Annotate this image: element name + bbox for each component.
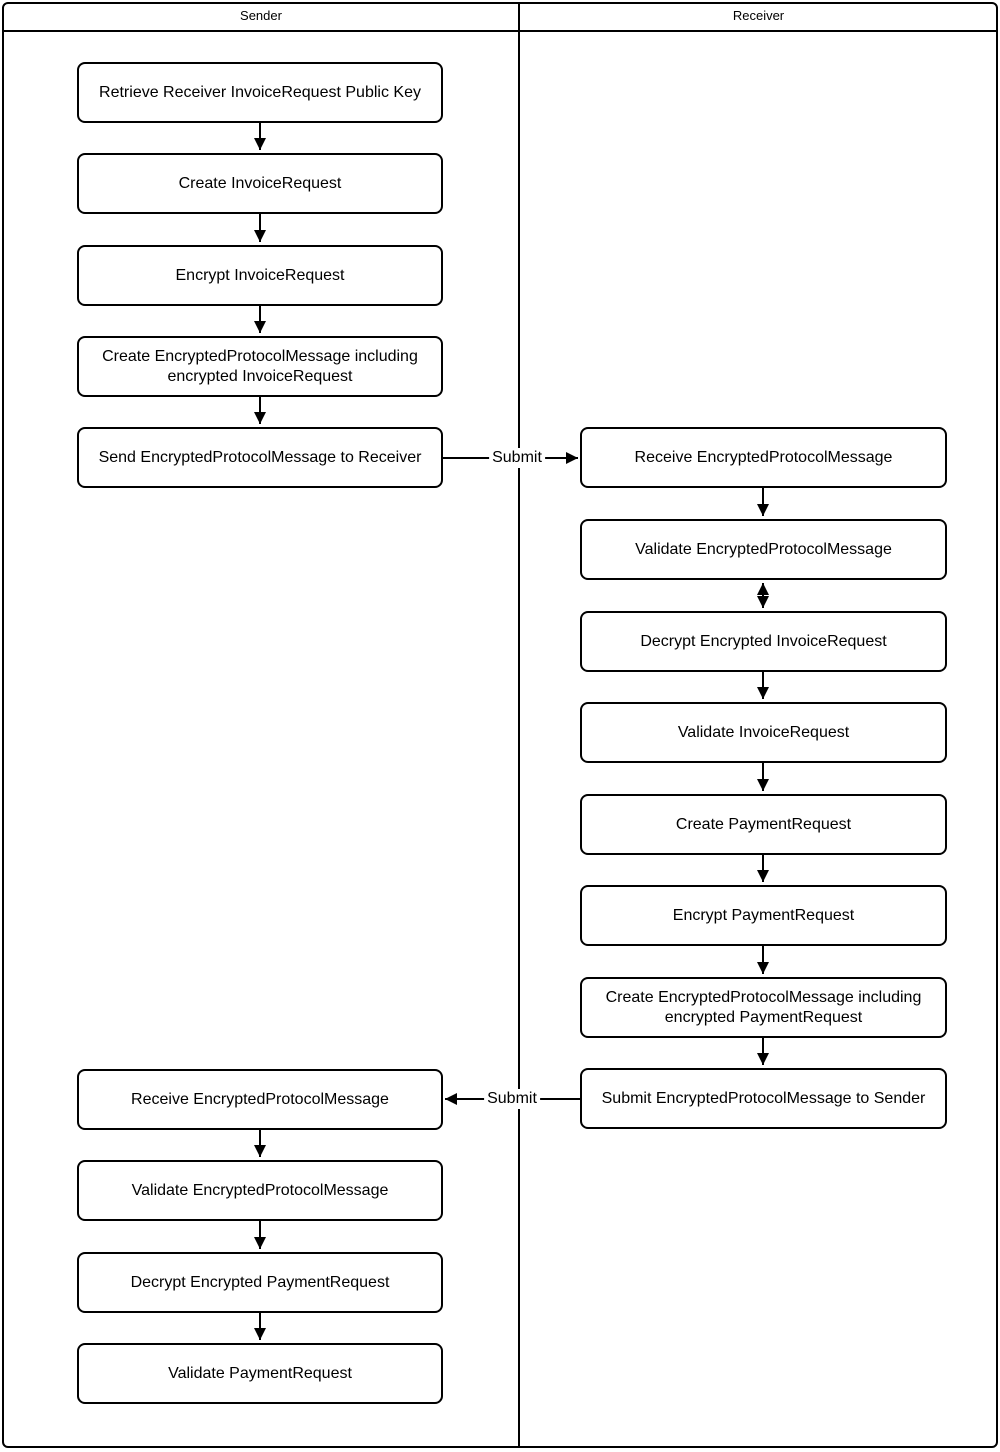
node-receiver-receive-epm: Receive EncryptedProtocolMessage <box>580 427 947 488</box>
node-label: Encrypt PaymentRequest <box>672 906 855 924</box>
node-label: Decrypt Encrypted PaymentRequest <box>130 1273 390 1291</box>
node-label: Create EncryptedProtocolMessage includin… <box>605 988 922 1026</box>
node-label: Submit EncryptedProtocolMessage to Sende… <box>601 1089 926 1107</box>
node-encrypt-paymentrequest: Encrypt PaymentRequest <box>580 885 947 946</box>
node-encrypt-invoicerequest: Encrypt InvoiceRequest <box>77 245 443 306</box>
node-create-epm-paymentrequest: Create EncryptedProtocolMessage includin… <box>580 977 947 1038</box>
node-label: Receive EncryptedProtocolMessage <box>634 448 893 466</box>
lane-divider <box>518 3 520 1446</box>
node-label: Create PaymentRequest <box>675 815 852 833</box>
node-decrypt-invoicerequest: Decrypt Encrypted InvoiceRequest <box>580 611 947 672</box>
node-receiver-validate-epm: Validate EncryptedProtocolMessage <box>580 519 947 580</box>
node-label: Encrypt InvoiceRequest <box>175 266 345 284</box>
lane-header-separator <box>3 30 997 32</box>
node-create-epm-invoicerequest: Create EncryptedProtocolMessage includin… <box>77 336 443 397</box>
edge-label-submit-to-sender: Submit <box>484 1089 540 1109</box>
node-sender-validate-epm: Validate EncryptedProtocolMessage <box>77 1160 443 1221</box>
node-create-invoicerequest: Create InvoiceRequest <box>77 153 443 214</box>
node-label: Validate PaymentRequest <box>168 1364 352 1382</box>
node-label: Create InvoiceRequest <box>178 174 342 192</box>
node-validate-paymentrequest: Validate PaymentRequest <box>77 1343 443 1404</box>
node-label: Retrieve Receiver InvoiceRequest Public … <box>99 83 421 101</box>
node-label: Validate EncryptedProtocolMessage <box>131 1181 389 1199</box>
node-label: Receive EncryptedProtocolMessage <box>131 1090 389 1108</box>
node-sender-receive-epm: Receive EncryptedProtocolMessage <box>77 1069 443 1130</box>
node-send-epm-to-receiver: Send EncryptedProtocolMessage to Receive… <box>77 427 443 488</box>
node-validate-invoicerequest: Validate InvoiceRequest <box>580 702 947 763</box>
node-label: Send EncryptedProtocolMessage to Receive… <box>98 448 422 466</box>
node-label: Decrypt Encrypted InvoiceRequest <box>640 632 887 650</box>
node-label: Create EncryptedProtocolMessage includin… <box>102 347 418 385</box>
edge-label-submit-to-receiver: Submit <box>489 448 545 468</box>
node-create-paymentrequest: Create PaymentRequest <box>580 794 947 855</box>
lane-header-sender: Sender <box>4 0 518 31</box>
node-label: Validate EncryptedProtocolMessage <box>635 540 892 558</box>
node-retrieve-public-key: Retrieve Receiver InvoiceRequest Public … <box>77 62 443 123</box>
lane-header-receiver: Receiver <box>520 0 997 31</box>
lane-header-sender-label: Sender <box>240 8 282 23</box>
node-decrypt-paymentrequest: Decrypt Encrypted PaymentRequest <box>77 1252 443 1313</box>
lane-header-receiver-label: Receiver <box>732 8 785 23</box>
node-submit-epm-to-sender: Submit EncryptedProtocolMessage to Sende… <box>580 1068 947 1129</box>
node-label: Validate InvoiceRequest <box>677 723 850 741</box>
